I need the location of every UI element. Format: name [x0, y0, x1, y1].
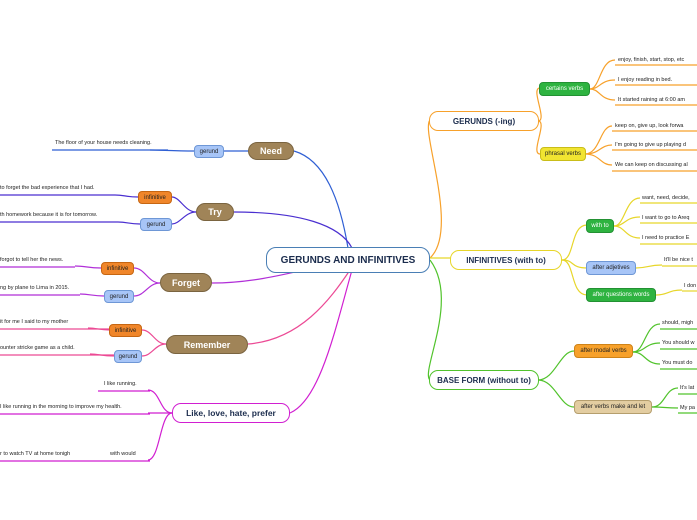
tag-try-gerund[interactable]: gerund — [140, 218, 172, 231]
leaf-like-2: I like running in the morning to improve… — [0, 404, 122, 410]
tag-try-infinitive[interactable]: infinitive — [138, 191, 172, 204]
leaf-after-adjectives-1: It'll be nice t — [664, 257, 693, 263]
topic-try[interactable]: Try — [196, 203, 234, 221]
leaf-try-sentence-1: to forget the bad experience that I had. — [0, 185, 95, 191]
leaf-certain-verbs-1: enjoy, finish, start, stop, etc — [618, 57, 685, 63]
leaf-like-4: with would — [110, 451, 136, 457]
topic-gerunds[interactable]: GERUNDS (-ing) — [429, 111, 539, 131]
leaf-with-to-3: I need to practice E — [642, 235, 690, 241]
leaf-like-1: I like running. — [104, 381, 137, 387]
tag-forget-gerund[interactable]: gerund — [104, 290, 134, 303]
topic-forget[interactable]: Forget — [160, 273, 212, 292]
leaf-remember-sentence-1: it for me I said to my mother — [0, 319, 69, 325]
tag-forget-infinitive[interactable]: infinitive — [101, 262, 134, 275]
leaf-forget-sentence-2: ng by plane to Lima in 2015. — [0, 285, 70, 291]
leaf-with-to-2: I want to go to Areq — [642, 215, 690, 221]
leaf-after-modal-3: You must do — [662, 360, 693, 366]
leaf-with-to-1: want, need, decide, — [642, 195, 690, 201]
tag-after-adjectives[interactable]: after adjetives — [586, 261, 636, 275]
leaf-certain-verbs-3: It started raining at 6:00 am — [618, 97, 685, 103]
leaf-like-3: r to watch TV at home tonigh — [0, 451, 71, 457]
central-topic[interactable]: GERUNDS AND INFINITIVES — [266, 247, 430, 273]
leaf-after-make-let-2: My pa — [680, 405, 695, 411]
tag-phrasal-verbs[interactable]: phrasal verbs — [540, 147, 586, 161]
tag-with-to[interactable]: with to — [586, 219, 614, 233]
tag-need-gerund[interactable]: gerund — [194, 145, 224, 158]
leaf-forget-sentence-1: forgot to tell her the news. — [0, 257, 64, 263]
leaf-after-modal-1: should, migh — [662, 320, 694, 326]
leaf-after-questions-1: I don — [684, 283, 697, 289]
tag-after-question-words[interactable]: after questions words — [586, 288, 656, 302]
tag-remember-gerund[interactable]: gerund — [114, 350, 142, 363]
tag-remember-infinitive[interactable]: infinitive — [109, 324, 142, 337]
topic-infinitives[interactable]: INFINITIVES (with to) — [450, 250, 562, 270]
leaf-remember-sentence-2: ounter stricke game as a child. — [0, 345, 75, 351]
leaf-phrasal-verbs-1: keep on, give up, look forwa — [615, 123, 684, 129]
leaf-phrasal-verbs-3: We can keep on discussing al — [615, 162, 688, 168]
leaf-try-sentence-2: th homework because it is for tomorrow. — [0, 212, 98, 218]
topic-remember[interactable]: Remember — [166, 335, 248, 354]
topic-need[interactable]: Need — [248, 142, 294, 160]
topic-like-love-hate-prefer[interactable]: Like, love, hate, prefer — [172, 403, 290, 423]
tag-after-modal-verbs[interactable]: after modal verbs — [574, 344, 633, 358]
leaf-after-modal-2: You should w — [662, 340, 695, 346]
leaf-phrasal-verbs-2: I'm going to give up playing d — [615, 142, 687, 148]
leaf-need-sentence: The floor of your house needs cleaning. — [55, 140, 152, 146]
leaf-certain-verbs-2: I enjoy reading in bed. — [618, 77, 673, 83]
leaf-after-make-let-1: It's lat — [680, 385, 695, 391]
tag-after-make-let[interactable]: after verbs make and let — [574, 400, 652, 414]
tag-certain-verbs[interactable]: certains verbs — [539, 82, 590, 96]
topic-base-form[interactable]: BASE FORM (without to) — [429, 370, 539, 390]
